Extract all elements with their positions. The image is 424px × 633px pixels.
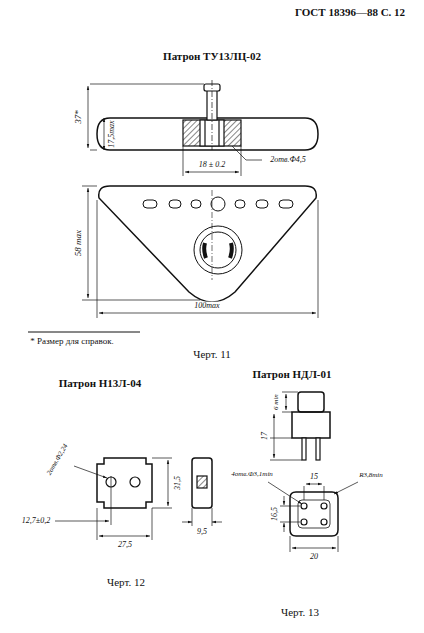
dimension-label: 100max <box>193 302 220 311</box>
dimension-label: 17 <box>261 431 270 441</box>
dimension-label: 15 <box>309 473 319 482</box>
dimension-label: R3,8min <box>358 472 384 480</box>
dimension-label: 20 <box>309 553 319 562</box>
dimension-label: * Размер для справок. <box>29 337 115 347</box>
dimension-label: Патрон НДЛ-01 <box>252 368 333 380</box>
dimension-label: Патрон Н13Л-04 <box>58 377 142 389</box>
dimension-label: 58 max <box>74 229 84 257</box>
dimension-label: 2отв.Ф2,24 <box>45 442 70 478</box>
dimension-label: Черт. 11 <box>192 348 231 360</box>
dimension-label: 17,5max <box>108 119 117 148</box>
dimension-label: 27,5 <box>117 541 133 550</box>
dimension-label: 31,5 <box>174 475 183 491</box>
dimension-label: Патрон ТУ13ЛЦ-02 <box>162 50 262 62</box>
dimension-label: Черт. 12 <box>106 576 146 588</box>
dimension-label: Черт. 13 <box>280 606 320 618</box>
dimension-label: ГОСТ 18396—88 С. 12 <box>294 6 406 18</box>
dimension-label: 16,5 <box>271 506 280 522</box>
dimension-label: 18 ± 0.2 <box>198 161 226 170</box>
dimension-label: 6 min <box>273 393 281 411</box>
dimension-label: 9,5 <box>196 528 208 537</box>
dimension-label: 2отв.Ф4,5 <box>269 156 307 165</box>
dimension-label: 37* <box>74 109 84 125</box>
dimension-label: 4отв.Ф3,1min <box>230 471 274 479</box>
dimension-label: 12,7±0,2 <box>21 517 51 526</box>
